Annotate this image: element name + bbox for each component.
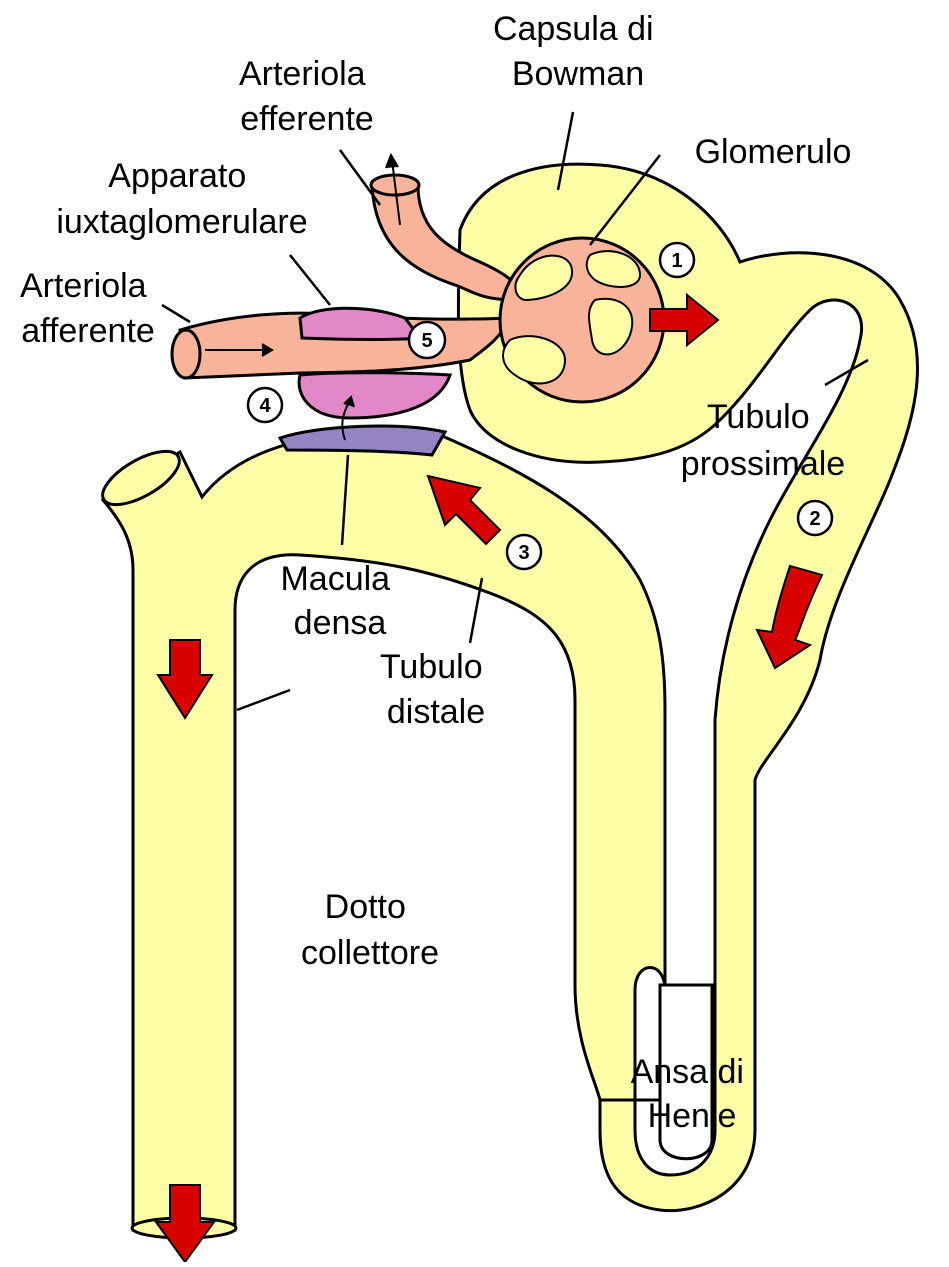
label-distal-line1: Tubulo xyxy=(380,648,483,686)
label-capsule-line1: Capsula di xyxy=(493,10,654,48)
marker-5-label: 5 xyxy=(421,330,432,352)
marker-2-label: 2 xyxy=(809,508,820,530)
leader-afferent xyxy=(162,305,190,322)
marker-1-label: 1 xyxy=(671,250,682,272)
juxtaglomerular-apparatus-upper xyxy=(300,308,420,339)
marker-3-label: 3 xyxy=(518,542,529,564)
label-afferent-line2: afferente xyxy=(21,312,155,350)
label-efferent-line2: efferente xyxy=(240,100,374,138)
label-collecting: Dotto collettore xyxy=(301,888,439,972)
label-distal-line2: distale xyxy=(387,693,485,731)
label-proximal-line1: Tubulo xyxy=(707,398,810,436)
label-capsule: Capsula di Bowman xyxy=(493,10,663,93)
label-macula-line2: densa xyxy=(294,604,387,642)
marker-4-label: 4 xyxy=(259,395,271,417)
leader-jga xyxy=(290,255,330,305)
label-afferent: Arteriola afferente xyxy=(20,267,156,350)
label-proximal-line2: prossimale xyxy=(681,445,845,483)
leader-efferent xyxy=(340,150,380,205)
label-glomerulus-line1: Glomerulo xyxy=(695,133,852,171)
label-macula-line1: Macula xyxy=(280,560,390,598)
collecting-duct-and-distal-tubule xyxy=(103,435,665,1230)
marker-4: 4 xyxy=(248,388,282,422)
label-macula: Macula densa xyxy=(280,560,399,642)
label-efferent-line1: Arteriola xyxy=(239,55,366,93)
marker-3: 3 xyxy=(507,535,541,569)
juxtaglomerular-apparatus-lower xyxy=(299,373,450,418)
marker-1: 1 xyxy=(660,243,694,277)
label-capsule-line2: Bowman xyxy=(512,55,644,93)
efferent-flow-arrowhead xyxy=(386,155,398,168)
label-henle-line2: Henle xyxy=(648,1097,737,1135)
label-glomerulus: Glomerulo xyxy=(695,133,852,171)
label-distal: Tubulo distale xyxy=(380,648,492,731)
label-collecting-line2: collettore xyxy=(301,934,439,972)
label-efferent: Arteriola efferente xyxy=(239,55,375,138)
label-jga-line2: iuxtaglomerulare xyxy=(56,203,307,241)
marker-2: 2 xyxy=(798,501,832,535)
label-henle-line1: Ansa di xyxy=(631,1053,744,1091)
label-afferent-line1: Arteriola xyxy=(20,267,147,305)
label-collecting-line1: Dotto xyxy=(325,888,406,926)
label-jga: Apparato iuxtaglomerulare xyxy=(56,157,307,241)
afferent-opening xyxy=(172,330,200,378)
macula-densa xyxy=(280,426,445,455)
label-jga-line1: Apparato xyxy=(108,157,246,195)
leader-collecting xyxy=(237,690,290,710)
marker-5: 5 xyxy=(409,322,445,358)
